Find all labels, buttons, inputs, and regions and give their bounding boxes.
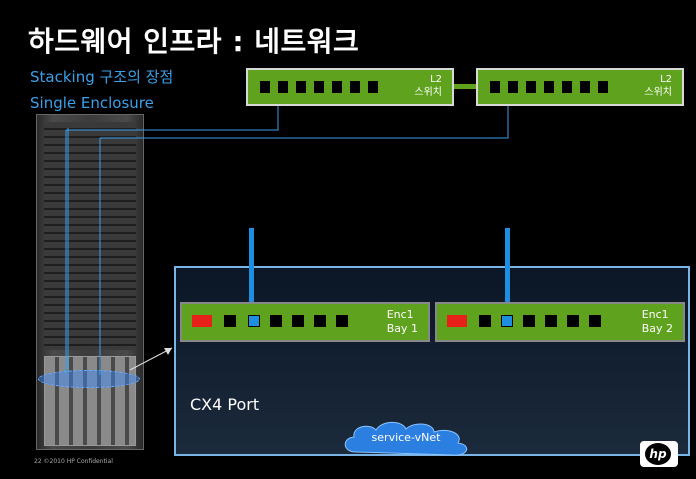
- switch-port: [544, 81, 554, 93]
- bay-label-line1: Enc1: [641, 308, 669, 321]
- bay-port: [314, 315, 326, 327]
- bay-label: Enc1 Bay 1: [387, 308, 418, 336]
- bay-port: [270, 315, 282, 327]
- arrow-to-enclosure: [129, 347, 173, 371]
- bay-port: [523, 315, 535, 327]
- enclosure-frame: [174, 266, 690, 456]
- rack-link-b: [100, 106, 509, 139]
- bay-port: [336, 315, 348, 327]
- switch-port: [526, 81, 536, 93]
- l2-label-line2: 스위치: [414, 87, 442, 98]
- footer-confidential: 22 ©2010 HP Confidential: [34, 458, 113, 465]
- bay-port: [589, 315, 601, 327]
- cx4-port: [447, 315, 467, 327]
- hp-logo-mark: hp: [645, 443, 671, 465]
- l2-label-line2: 스위치: [644, 87, 672, 98]
- l2-switch-label: L2 스위치: [414, 73, 442, 99]
- enclosure-highlight: [38, 370, 140, 388]
- switch-port: [260, 81, 270, 93]
- cx4-port: [192, 315, 212, 327]
- switch-port: [508, 81, 518, 93]
- interconnect-bay-1: Enc1 Bay 1: [180, 302, 430, 342]
- cloud-icon: [344, 421, 468, 456]
- l2-switch-a: L2 스위치: [246, 68, 454, 106]
- bay-label-line2: Bay 2: [641, 322, 673, 335]
- switch-port: [296, 81, 306, 93]
- switch-port: [314, 81, 324, 93]
- rack-slots: [44, 122, 136, 350]
- uplink-cable-bay2: [505, 228, 510, 316]
- uplink-port: [501, 315, 513, 327]
- bay-label-line1: Enc1: [386, 308, 414, 321]
- cx4-port-label: CX4 Port: [190, 395, 260, 414]
- arrow-head-enclosure: [164, 348, 172, 355]
- rack-link-a: [66, 106, 279, 131]
- switch-port: [598, 81, 608, 93]
- bay-port: [545, 315, 557, 327]
- switch-port: [562, 81, 572, 93]
- subtitle-stacking: Stacking 구조의 장점: [30, 68, 174, 86]
- l2-label-line1: L2: [660, 74, 672, 85]
- l2-switch-label: L2 스위치: [644, 73, 672, 99]
- bay-label: Enc1 Bay 2: [642, 308, 673, 336]
- bay-port: [567, 315, 579, 327]
- l2-stack-link: [454, 84, 476, 89]
- bay-port: [292, 315, 304, 327]
- page-title: 하드웨어 인프라 : 네트워크: [28, 25, 360, 58]
- switch-port: [368, 81, 378, 93]
- uplink-port: [248, 315, 260, 327]
- subtitle-single-enclosure: Single Enclosure: [30, 94, 154, 112]
- switch-port: [278, 81, 288, 93]
- bay-label-line2: Bay 1: [386, 322, 418, 335]
- l2-switch-b: L2 스위치: [476, 68, 684, 106]
- bay-port: [479, 315, 491, 327]
- switch-port: [350, 81, 360, 93]
- switch-port: [490, 81, 500, 93]
- service-vnet-label: service-vNet: [371, 431, 441, 444]
- switch-port: [580, 81, 590, 93]
- bay-port: [224, 315, 236, 327]
- l2-label-line1: L2: [430, 74, 442, 85]
- interconnect-bay-2: Enc1 Bay 2: [435, 302, 685, 342]
- switch-port: [332, 81, 342, 93]
- uplink-cable-bay1: [249, 228, 254, 316]
